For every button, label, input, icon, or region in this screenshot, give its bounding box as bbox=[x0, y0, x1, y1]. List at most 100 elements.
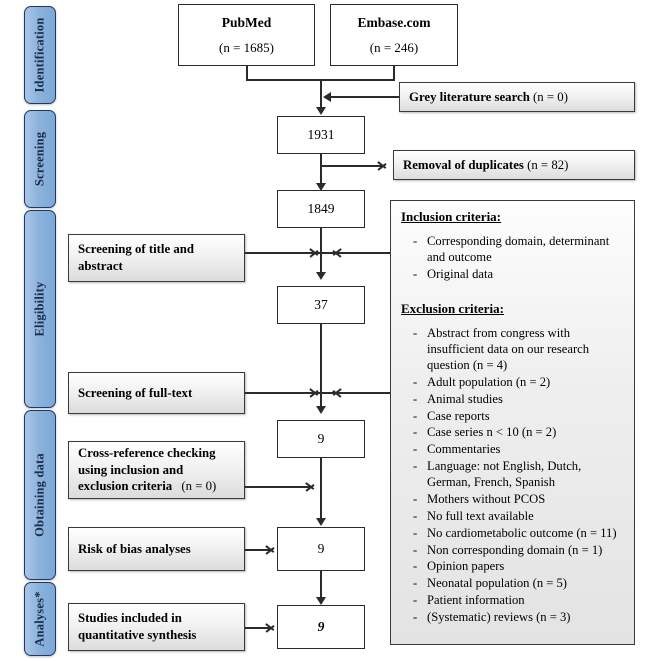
arrow-right-open bbox=[306, 481, 317, 492]
exclusion-criteria-heading: Exclusion criteria: bbox=[401, 300, 504, 316]
list-item: -Commentaries bbox=[401, 442, 626, 458]
arrow-down bbox=[316, 272, 326, 280]
arrow-right-open bbox=[266, 622, 277, 633]
bullet-dash: - bbox=[413, 491, 418, 506]
criteria-panel: Inclusion criteria: - Corresponding doma… bbox=[390, 200, 635, 645]
criteria-text: Commentaries bbox=[427, 442, 501, 457]
list-item: -Mothers without PCOS bbox=[401, 492, 626, 508]
arrow-left-open bbox=[330, 387, 341, 398]
list-item: -Adult population (n = 2) bbox=[401, 375, 626, 391]
criteria-text: Adult population (n = 2) bbox=[427, 374, 551, 389]
connector bbox=[245, 486, 312, 488]
source-box-pubmed: PubMed (n = 1685) bbox=[178, 4, 315, 66]
spacer bbox=[401, 284, 626, 301]
bullet-dash: - bbox=[413, 374, 418, 389]
criteria-text: Case reports bbox=[427, 408, 490, 423]
stage-label: Obtaining data bbox=[32, 453, 47, 537]
connector bbox=[245, 549, 272, 551]
list-item: -Patient information bbox=[401, 593, 626, 609]
stage-screening: Screening bbox=[24, 110, 56, 208]
arrow-right-open bbox=[378, 160, 389, 171]
bullet-dash: - bbox=[413, 609, 418, 624]
exclusion-criteria-list: -Abstract from congress with insufficien… bbox=[401, 326, 626, 625]
list-item: -Case series n < 10 (n = 2) bbox=[401, 425, 626, 441]
count-box-included: 9 bbox=[277, 605, 365, 649]
count-box-after-duplicates: 1849 bbox=[277, 190, 365, 228]
criteria-text: No full text available bbox=[427, 508, 534, 523]
source-box-embase: Embase.com (n = 246) bbox=[330, 4, 458, 66]
cross-reference-label: Cross-reference checking using inclusion… bbox=[78, 445, 216, 494]
screening-title-abstract-label: Screening of title and abstract bbox=[78, 242, 194, 273]
list-item: -Opinion papers bbox=[401, 559, 626, 575]
stage-label: Screening bbox=[32, 131, 47, 187]
stage-eligibility: Eligibility bbox=[24, 210, 56, 408]
list-item: - Corresponding domain, determinant and … bbox=[401, 234, 626, 266]
criteria-text: Case series n < 10 (n = 2) bbox=[427, 425, 557, 440]
list-item: -Language: not English, Dutch, German, F… bbox=[401, 459, 626, 491]
cross-reference-box: Cross-reference checking using inclusion… bbox=[68, 441, 245, 499]
risk-of-bias-box: Risk of bias analyses bbox=[68, 527, 245, 571]
bullet-dash: - bbox=[413, 525, 418, 540]
bullet-dash: - bbox=[413, 459, 418, 474]
bullet-dash: - bbox=[413, 391, 418, 406]
grey-literature-label: Grey literature search bbox=[409, 89, 530, 104]
connector bbox=[320, 79, 322, 111]
criteria-text: Opinion papers bbox=[427, 559, 505, 574]
cross-reference-text: Cross-reference checking using inclusion… bbox=[78, 445, 235, 496]
bullet-dash: - bbox=[413, 542, 418, 557]
criteria-text: Original data bbox=[427, 267, 494, 282]
list-item: -Case reports bbox=[401, 409, 626, 425]
bullet-dash: - bbox=[413, 508, 418, 523]
inclusion-criteria-heading: Inclusion criteria: bbox=[401, 209, 502, 224]
connector bbox=[320, 458, 322, 522]
inclusion-criteria-list: - Corresponding domain, determinant and … bbox=[401, 234, 626, 283]
source-name: Embase.com bbox=[357, 14, 431, 30]
stage-obtaining-data: Obtaining data bbox=[24, 410, 56, 580]
bullet-dash: - bbox=[413, 559, 418, 574]
stage-identification: Identification bbox=[24, 6, 56, 104]
stage-label: Analyses* bbox=[32, 591, 47, 647]
grey-literature-box: Grey literature search (n = 0) bbox=[399, 82, 635, 112]
bullet-dash: - bbox=[413, 442, 418, 457]
source-count: (n = 246) bbox=[369, 39, 419, 55]
criteria-text: Mothers without PCOS bbox=[427, 491, 546, 506]
arrow-right-open bbox=[310, 247, 321, 258]
list-item: -Abstract from congress with insufficien… bbox=[401, 326, 626, 374]
bullet-dash: - bbox=[413, 425, 418, 440]
criteria-text: Language: not English, Dutch, German, Fr… bbox=[427, 459, 582, 490]
grey-literature-count: (n = 0) bbox=[533, 89, 568, 104]
source-count: (n = 1685) bbox=[219, 39, 274, 55]
criteria-text: Non corresponding domain (n = 1) bbox=[427, 542, 603, 557]
criteria-text: No cardiometabolic outcome (n = 11) bbox=[427, 525, 617, 540]
removal-duplicates-box: Removal of duplicates (n = 82) bbox=[393, 150, 635, 180]
bullet-dash: - bbox=[413, 576, 418, 591]
arrow-left bbox=[323, 91, 331, 102]
list-item: -Non corresponding domain (n = 1) bbox=[401, 543, 626, 559]
list-item: -No full text available bbox=[401, 509, 626, 525]
arrow-down bbox=[316, 406, 326, 414]
studies-included-box: Studies included in quantitative synthes… bbox=[68, 603, 245, 651]
connector bbox=[245, 627, 272, 629]
bullet-dash: - bbox=[413, 326, 418, 341]
count-box-after-full-text: 9 bbox=[277, 420, 365, 458]
list-item: -No cardiometabolic outcome (n = 11) bbox=[401, 526, 626, 542]
screening-full-text-box: Screening of full-text bbox=[68, 372, 245, 414]
stage-label: Eligibility bbox=[32, 281, 47, 337]
count-box-after-title-abstract: 37 bbox=[277, 286, 365, 324]
arrow-down bbox=[316, 597, 326, 605]
list-item: -Animal studies bbox=[401, 392, 626, 408]
arrow-down bbox=[316, 183, 326, 191]
connector bbox=[320, 571, 322, 601]
criteria-text: Animal studies bbox=[427, 391, 503, 406]
arrow-down bbox=[316, 107, 326, 115]
stage-analyses: Analyses* bbox=[24, 582, 56, 656]
removal-duplicates-text: Removal of duplicates (n = 82) bbox=[403, 157, 625, 174]
bullet-dash: - bbox=[413, 234, 418, 249]
count-box-records-total: 1931 bbox=[277, 116, 365, 154]
stage-label: Identification bbox=[32, 17, 47, 93]
count-box-after-cross-reference: 9 bbox=[277, 527, 365, 571]
list-item: - Original data bbox=[401, 267, 626, 283]
arrow-right-open bbox=[266, 544, 277, 555]
bullet-dash: - bbox=[413, 267, 418, 282]
cross-reference-count: (n = 0) bbox=[181, 479, 217, 494]
